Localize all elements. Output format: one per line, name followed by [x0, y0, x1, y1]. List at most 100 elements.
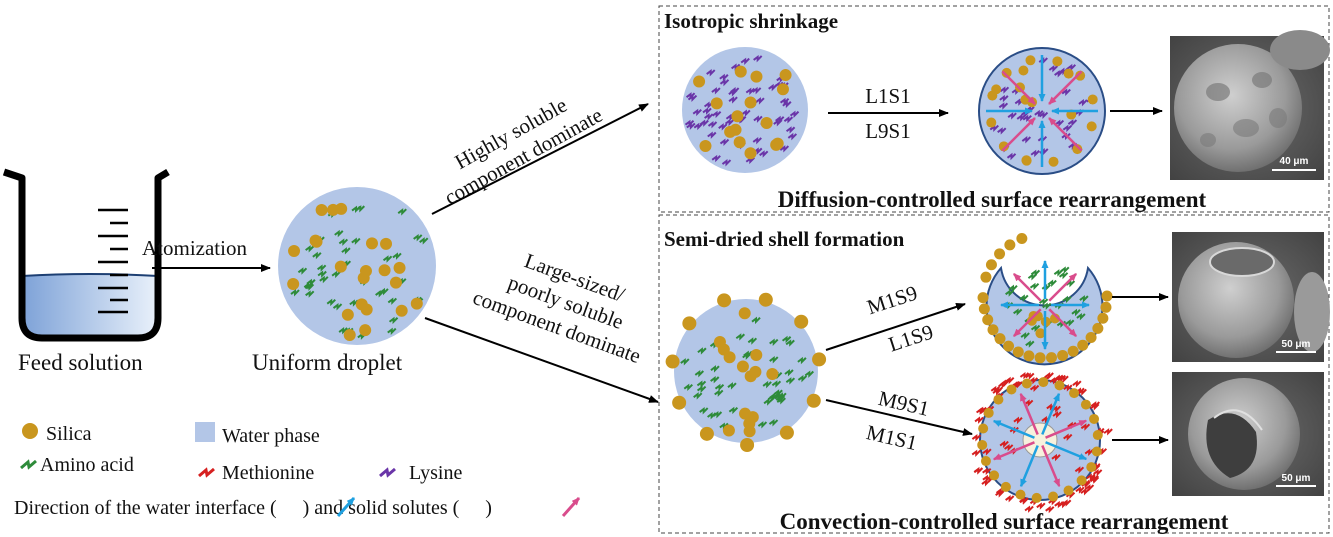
silica-particle: [315, 204, 328, 217]
silica-particle: [395, 304, 408, 317]
solute-squiggle: [1054, 119, 1065, 127]
water-interface-arrow-icon: [336, 497, 356, 517]
methionine-squiggle: [1054, 500, 1064, 509]
legend-water-icon: [195, 422, 215, 442]
methionine-squiggle: [1084, 484, 1095, 492]
solute-squiggle: [998, 102, 1009, 110]
silica-particle: [1100, 301, 1112, 313]
solute-squiggle: [1062, 124, 1073, 133]
solute-squiggle: [305, 245, 315, 253]
silica-particle: [744, 96, 757, 109]
legend-methionine-icon: [198, 467, 215, 478]
upper-branch-label: Highly soluble component dominate: [440, 93, 606, 210]
methionine-squiggle: [982, 448, 992, 456]
solute-squiggle: [752, 136, 762, 145]
silica-particle: [1052, 56, 1063, 67]
silica-particle: [682, 316, 697, 331]
silica-particle: [812, 352, 827, 367]
hollow-particles: [971, 371, 1113, 514]
silica-particle: [1087, 94, 1098, 105]
methionine-squiggle: [1004, 443, 1014, 452]
methionine-squiggle: [1019, 371, 1030, 380]
silica-particle: [734, 65, 747, 78]
methionine-squiggle: [1045, 505, 1055, 514]
solute-squiggle: [696, 385, 707, 394]
solute-squiggle: [768, 419, 779, 427]
path2-label-b: M1S1: [864, 420, 919, 455]
solute-squiggle: [1071, 308, 1081, 317]
silica-particle: [1015, 489, 1026, 500]
silica-particle: [1031, 492, 1042, 503]
silica-particle: [713, 335, 726, 348]
solute-squiggle: [349, 299, 359, 307]
solute-squiggle: [714, 389, 724, 397]
silica-particle: [287, 277, 300, 290]
silica-particle: [993, 394, 1004, 405]
silica-particle: [1021, 378, 1032, 389]
solute-squiggle: [1021, 136, 1032, 144]
sem-image-bottom: 50 μm: [1172, 372, 1324, 496]
silica-particle: [1021, 155, 1032, 166]
methionine-squiggle: [1051, 453, 1061, 462]
silica-particle: [1092, 430, 1103, 441]
silica-particle: [983, 407, 994, 418]
solute-squiggle: [757, 421, 768, 429]
solute-squiggle: [1067, 119, 1078, 127]
solute-arrow: [1001, 117, 1036, 152]
solute-squiggle: [702, 107, 712, 115]
methionine-squiggle: [1051, 405, 1061, 413]
silica-particle: [288, 245, 301, 258]
methionine-squiggle: [1072, 380, 1082, 388]
droplet-water: [278, 187, 436, 345]
silica-particle: [1006, 384, 1017, 395]
solute-squiggle: [693, 122, 703, 131]
solute-squiggle: [351, 237, 361, 245]
methionine-squiggle: [1005, 376, 1015, 385]
sem-bottom-opening: [1206, 413, 1257, 478]
methionine-squiggle: [971, 434, 982, 442]
methionine-squiggle: [1024, 505, 1034, 513]
solute-squiggle: [779, 145, 790, 153]
solute-squiggle: [1027, 273, 1038, 281]
silica-particle: [987, 90, 998, 101]
silica-particle: [309, 234, 322, 247]
solute-squiggle: [699, 407, 709, 415]
methionine-squiggle: [995, 487, 1006, 496]
silica-particle: [378, 264, 391, 277]
solute-squiggle: [711, 110, 722, 119]
solute-squiggle: [388, 316, 399, 325]
solute-squiggle: [712, 411, 723, 419]
solute-squiggle: [1076, 312, 1086, 321]
solute-squiggle: [699, 119, 709, 127]
water-interface-arrow: [1045, 441, 1088, 461]
solute-arrow: [1041, 445, 1061, 488]
solute-squiggle: [727, 382, 737, 390]
silica-particle: [710, 97, 723, 110]
solute-arrow: [992, 441, 1035, 461]
silica-particle: [794, 314, 809, 329]
methionine-squiggle: [1063, 384, 1073, 392]
solute-squiggle: [684, 119, 695, 128]
legend-direction-suffix: ): [485, 497, 492, 519]
solute-squiggle: [785, 339, 795, 347]
solute-squiggle: [683, 383, 693, 392]
water-interface-arrow: [1019, 445, 1039, 488]
silica-particle: [1101, 290, 1113, 302]
solute-squiggle: [1078, 98, 1088, 107]
silica-particle: [806, 393, 821, 408]
legend-water-label: Water phase: [222, 425, 320, 447]
sem-image-top: 40 μm: [1170, 30, 1330, 180]
silica-particle: [1069, 388, 1080, 399]
solute-arrow: [1019, 392, 1039, 435]
solute-squiggle: [419, 237, 429, 245]
methionine-squiggle: [982, 467, 992, 476]
methionine-squiggle: [1013, 416, 1023, 425]
sem-top-scale-label: 40 μm: [1280, 156, 1309, 167]
solute-squiggle: [685, 92, 696, 100]
legend-amino-icon: [20, 459, 37, 470]
solute-squiggle: [1042, 302, 1052, 310]
silica-particle: [1025, 55, 1036, 66]
top-shrink-direction-arrows: [986, 55, 1098, 167]
solute-arrow: [1045, 419, 1088, 439]
